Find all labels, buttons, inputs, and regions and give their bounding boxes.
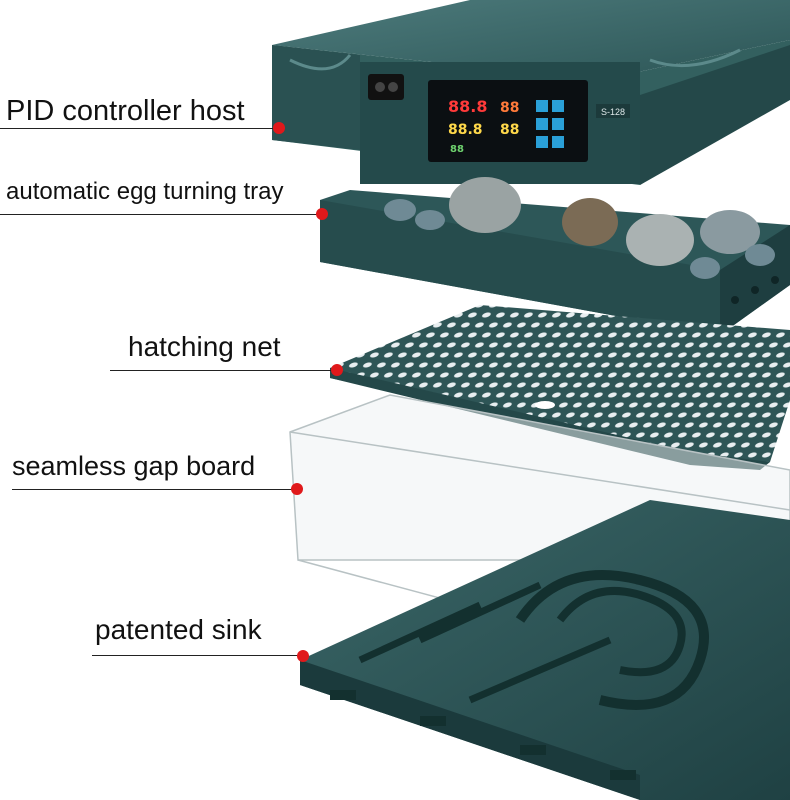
pid-controller-host: 88.8 88.8 88 88 88 S-128 <box>272 0 790 185</box>
controller-model-label: S-128 <box>601 107 625 117</box>
label-hatching-net: hatching net <box>128 331 281 362</box>
callout-line-patented-sink <box>92 655 302 656</box>
callout-line-hatching-net <box>110 370 338 371</box>
svg-text:88.8: 88.8 <box>448 122 483 138</box>
callout-line-pid-controller-host <box>0 128 278 129</box>
label-seamless-gap-board: seamless gap board <box>12 451 256 481</box>
patented-sink <box>300 500 790 800</box>
svg-text:88.8: 88.8 <box>448 97 487 116</box>
svg-text:88: 88 <box>500 100 519 116</box>
svg-text:88: 88 <box>450 144 464 155</box>
callout-marker-patented-sink <box>297 650 309 662</box>
label-pid-controller-host: PID controller host <box>6 95 245 127</box>
callout-marker-hatching-net <box>331 364 343 376</box>
callout-marker-pid-controller-host <box>273 122 285 134</box>
egg-turning-tray <box>320 177 790 335</box>
label-egg-turning-tray: automatic egg turning tray <box>6 178 284 205</box>
callout-line-egg-turning-tray <box>0 214 320 215</box>
label-patented-sink: patented sink <box>95 614 262 645</box>
svg-text:88: 88 <box>500 122 519 138</box>
callout-marker-seamless-gap-board <box>291 483 303 495</box>
callout-marker-egg-turning-tray <box>316 208 328 220</box>
callout-line-seamless-gap-board <box>12 489 297 490</box>
